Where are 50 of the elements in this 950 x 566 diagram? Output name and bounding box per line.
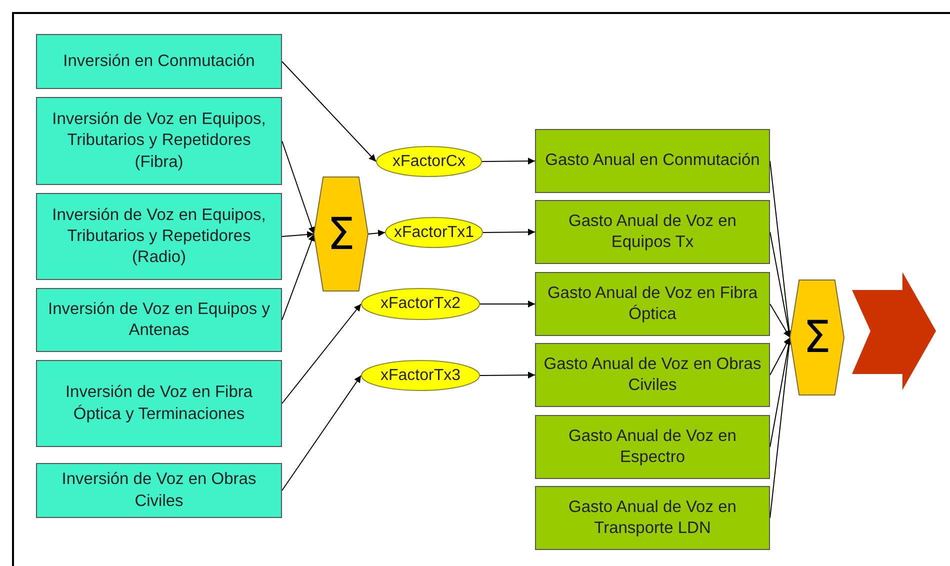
arrow xyxy=(368,230,386,237)
sum-symbol: Σ xyxy=(327,208,355,260)
arrow xyxy=(770,337,790,376)
sum-symbol: Σ xyxy=(803,312,831,363)
factor-label: xFactorCx xyxy=(392,152,466,170)
box-label: Inversión de Voz en Equipos y Antenas xyxy=(47,298,271,341)
factor-ellipse xyxy=(376,146,482,177)
investment-box xyxy=(36,97,282,185)
arrow xyxy=(770,304,790,338)
box-label: Inversión de Voz en Obras Civiles xyxy=(60,469,258,512)
arrow xyxy=(282,304,362,404)
box-label: Gasto Anual de Voz en Fibra Óptica xyxy=(546,282,759,325)
arrow xyxy=(282,140,316,234)
box-label: Gasto Anual de Voz en Equipos Tx xyxy=(568,210,738,253)
arrow xyxy=(482,228,536,236)
arrow xyxy=(282,61,376,162)
sum-hexagon xyxy=(314,177,368,291)
factor-ellipse xyxy=(361,360,480,391)
annual-expense-box xyxy=(535,343,770,407)
box-label: Gasto Anual de Voz en Obras Civiles xyxy=(542,354,762,396)
investment-box xyxy=(36,360,282,447)
arrow xyxy=(282,231,314,238)
investment-box xyxy=(36,463,282,518)
investment-box xyxy=(36,34,282,89)
factor-ellipse xyxy=(361,288,480,320)
annual-expense-box xyxy=(535,200,770,264)
arrow xyxy=(282,234,315,320)
investment-box xyxy=(36,288,282,352)
arrow xyxy=(282,375,362,491)
arrow xyxy=(482,158,536,165)
box-label: Inversión en Conmutación xyxy=(63,50,255,72)
chevron-arrow xyxy=(852,272,936,390)
box-label: Inversión de Voz en Equipos, Tributarios y Repetidores (Radio) xyxy=(51,204,267,268)
investment-box xyxy=(36,193,282,280)
sum-hexagon xyxy=(790,280,844,395)
annual-expense-box xyxy=(535,272,770,336)
factor-label: xFactorTx1 xyxy=(394,224,474,242)
box-label: Inversión de Voz en Fibra Óptica y Terminaciones xyxy=(64,382,254,424)
annual-expense-box xyxy=(535,486,770,550)
box-label: Gasto Anual de Voz en Transporte LDN xyxy=(568,496,738,539)
factor-label: xFactorTx2 xyxy=(380,295,460,313)
factor-label: xFactorTx3 xyxy=(380,366,460,384)
annual-expense-box xyxy=(535,129,770,193)
arrow xyxy=(480,372,536,379)
annual-expense-box xyxy=(535,415,770,479)
factor-ellipse xyxy=(385,217,483,248)
box-label: Gasto Anual en Conmutación xyxy=(545,150,760,172)
box-label: Inversión de Voz en Equipos, Tributarios y Repetidores (Fibra) xyxy=(51,109,267,173)
arrow xyxy=(480,300,536,308)
box-label: Gasto Anual de Voz en Espectro xyxy=(568,426,738,468)
